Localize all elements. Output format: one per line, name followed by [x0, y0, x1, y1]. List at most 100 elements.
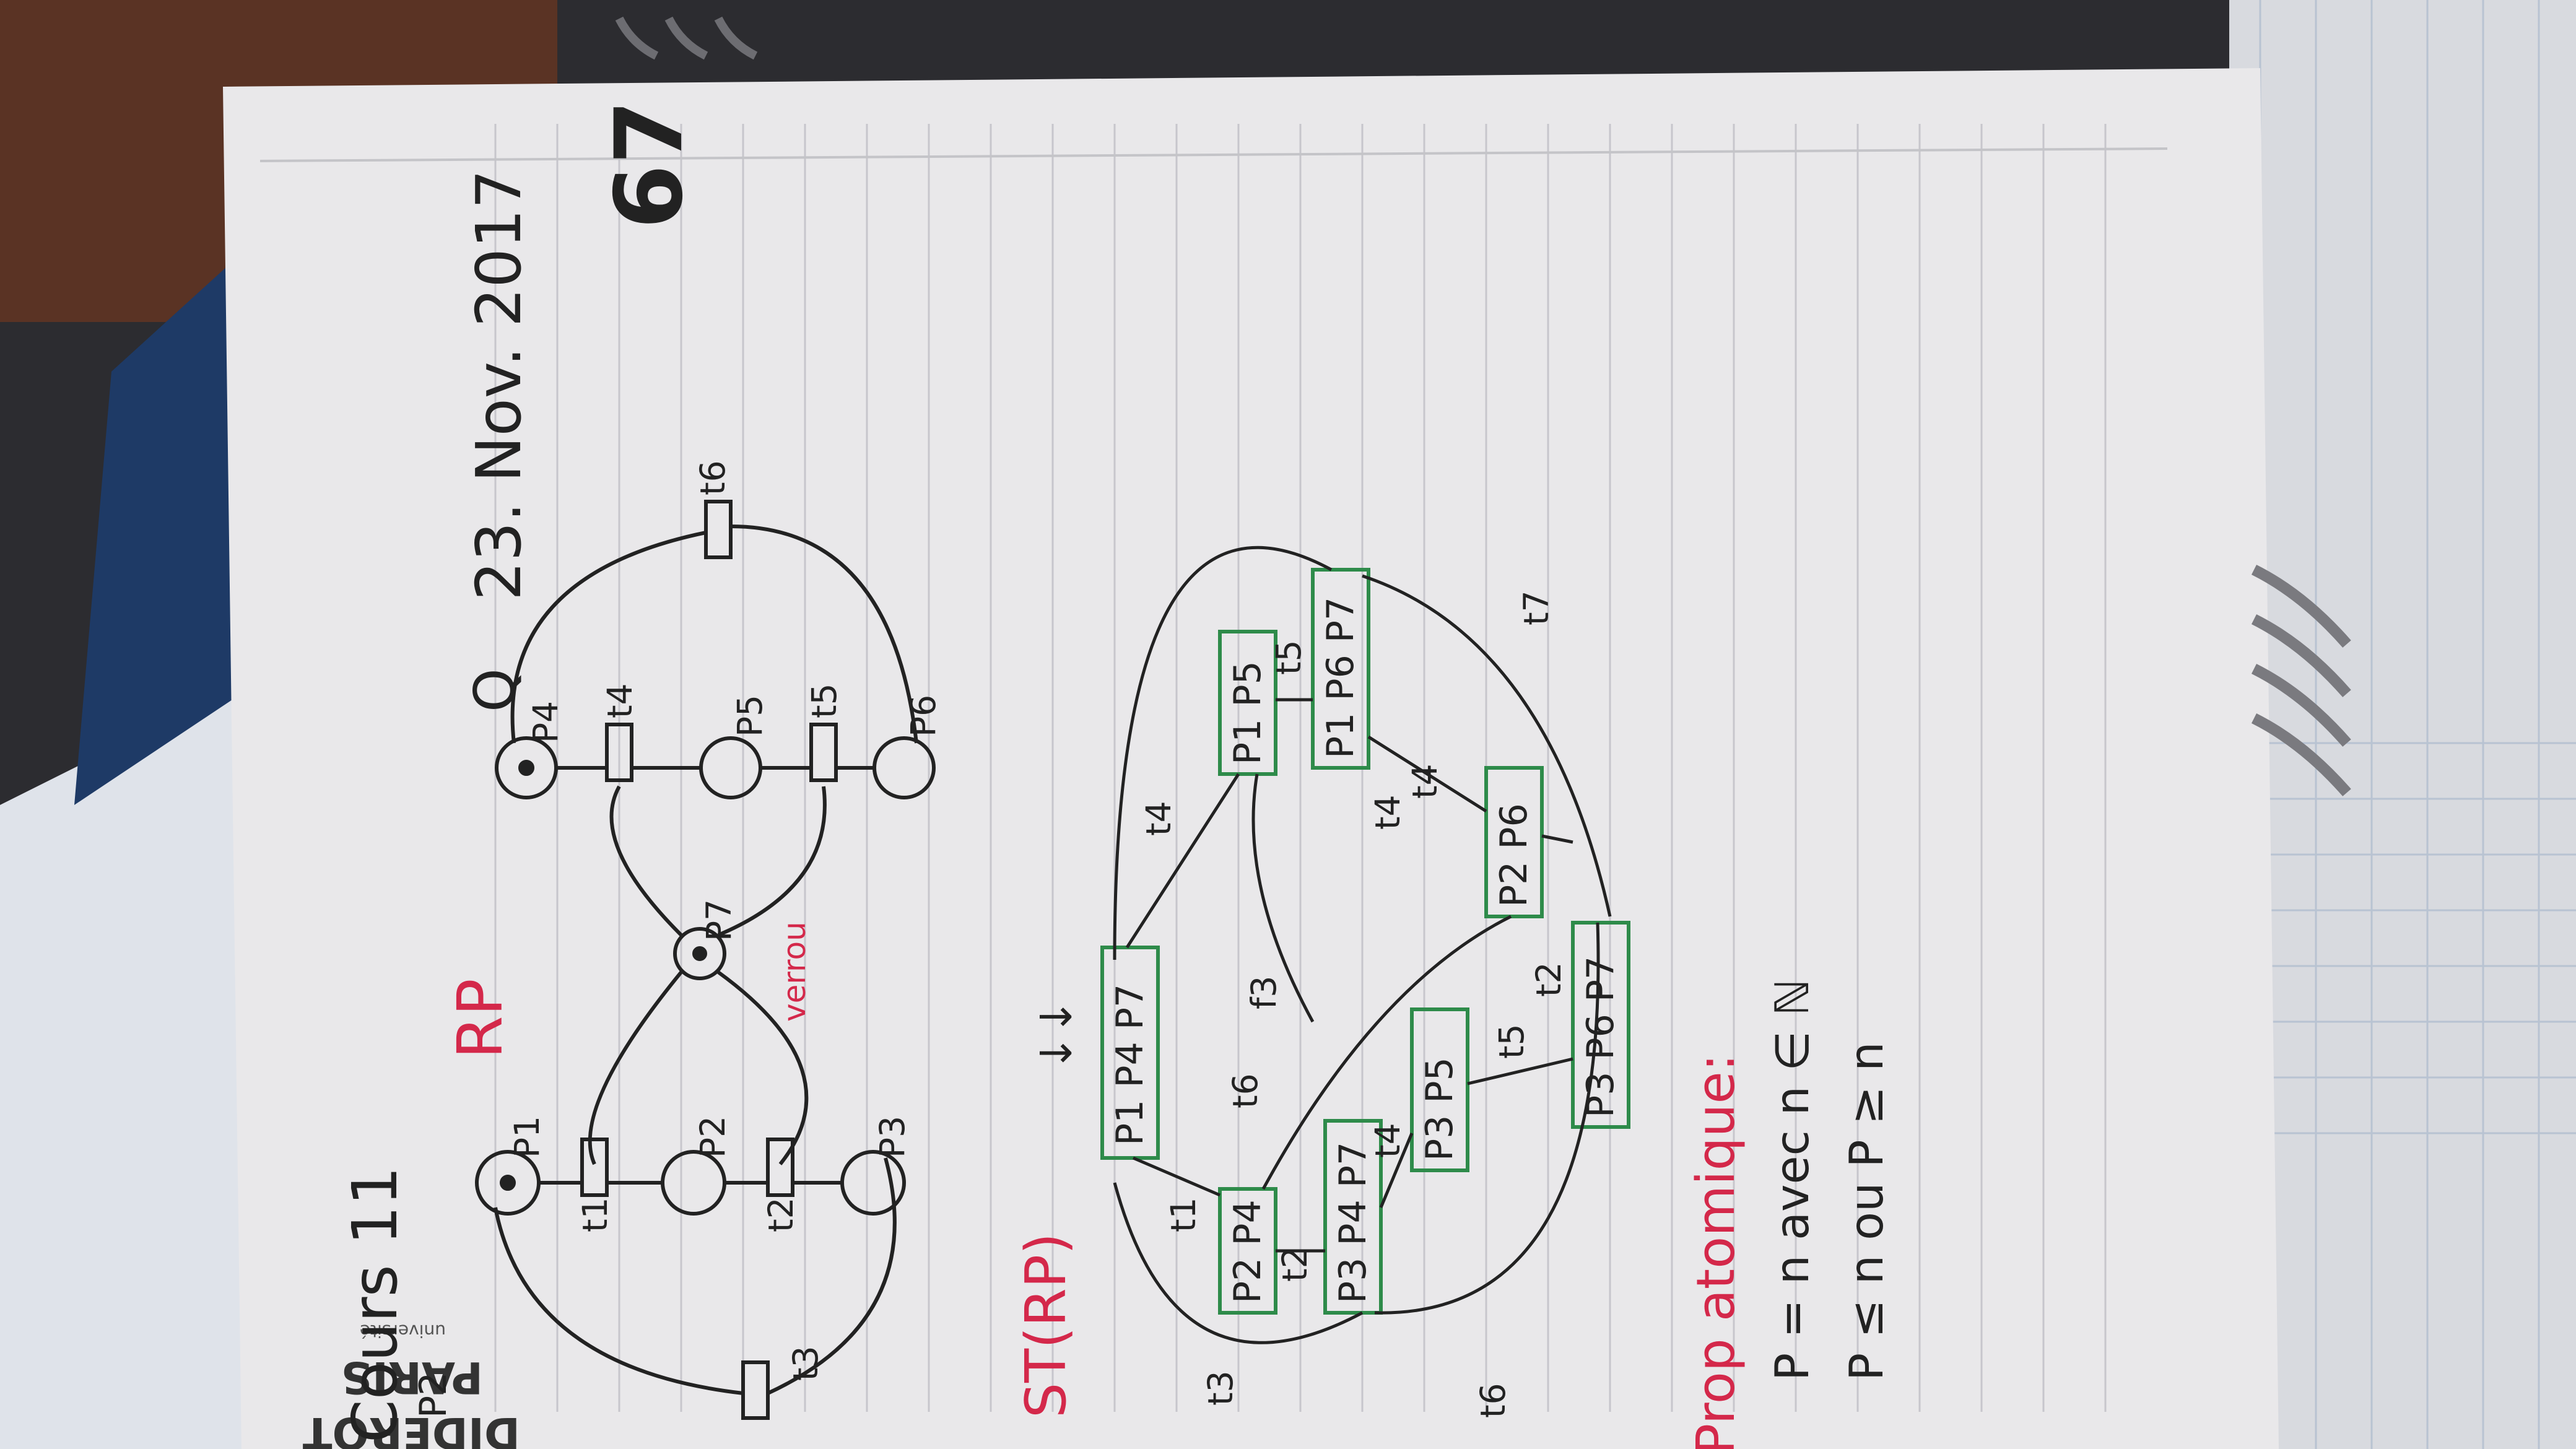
props-line2: P ≤ n ou P ≥ n	[1839, 1042, 1894, 1381]
p2-annotation: P2	[412, 1372, 455, 1418]
grid-paper-sheet	[2229, 0, 2576, 1449]
token-p4	[518, 760, 534, 776]
topic-rp: RP	[444, 978, 516, 1059]
edge-label-5: t4	[1405, 764, 1445, 799]
arc-p3-t3	[767, 1157, 897, 1395]
edge-label-2: t3	[1201, 1370, 1240, 1406]
edge-label-12: f3	[1244, 976, 1284, 1009]
transition-t5	[809, 723, 838, 782]
st-title: ST(RP)	[1014, 1233, 1079, 1418]
note-verrou: verrou	[777, 921, 812, 1022]
state-p3p4p7: P3 P4 P7	[1331, 1142, 1375, 1303]
logo-paris: PARIS	[341, 1352, 483, 1403]
label-p5: P5	[730, 695, 770, 737]
edge-label-7: t5	[1492, 1024, 1531, 1059]
state-p3p5: P3 P5	[1418, 1057, 1461, 1161]
props-title: Prop atomique:	[1686, 1054, 1747, 1449]
petri-net	[475, 500, 936, 1420]
label-p7: P7	[699, 899, 739, 941]
edge-label-10: t7	[1516, 590, 1556, 625]
label-p1: P1	[507, 1116, 547, 1158]
edge-loop	[1113, 546, 1333, 960]
arc-p6-t6	[730, 524, 918, 744]
handwriting-layer: Cours 11 RP Q 23. Nov. 2017 67 P2	[339, 100, 1894, 1449]
blue-binder	[74, 248, 260, 805]
state-box-4	[1410, 1007, 1469, 1172]
edge-t3	[1113, 1182, 1364, 1344]
transition-t1	[580, 1138, 609, 1197]
props-line1: P = n avec n ∈ ℕ	[1765, 979, 1819, 1381]
under-sheet-left	[0, 681, 260, 1449]
state-box-7	[1311, 568, 1370, 770]
state-p1p4p7: P1 P4 P7	[1108, 984, 1152, 1146]
label-p6: P6	[903, 695, 943, 737]
token-p1	[500, 1175, 516, 1191]
transition-t6	[704, 500, 733, 559]
state-p2p6: P2 P6	[1492, 803, 1536, 907]
place-p7	[673, 927, 726, 980]
label-p2: P2	[693, 1116, 733, 1158]
transition-t3	[741, 1360, 770, 1420]
edge-label-4: t4	[1139, 801, 1178, 836]
edge-label-11: t2	[1529, 962, 1569, 997]
page-number: 67	[596, 100, 703, 229]
arc-t5-p7	[717, 786, 827, 937]
label-t3: t3	[786, 1346, 825, 1381]
label-t4: t4	[600, 683, 640, 718]
binder-rings	[2251, 564, 2351, 796]
state-p2p4: P2 P4	[1226, 1199, 1269, 1303]
state-box-1	[1100, 946, 1160, 1160]
state-box-3	[1323, 1119, 1383, 1315]
label-p3: P3	[872, 1116, 912, 1158]
edge-label-8: t6	[1225, 1073, 1265, 1108]
university-logo: PARIS DIDEROT université	[303, 1321, 520, 1449]
state-labels: P1 P4 P7 P2 P4 P3 P4 P7 P3 P5 P1 P5 P2 P…	[1108, 597, 1622, 1303]
logo-diderot: DIDEROT	[303, 1408, 520, 1449]
course-title: Cours 11	[339, 1166, 411, 1443]
state-box-6	[1484, 766, 1544, 918]
edge-t1	[1133, 1156, 1221, 1197]
binder-rings-top	[615, 16, 758, 60]
edge-t4b	[1125, 773, 1240, 949]
edge-t6a	[1261, 915, 1512, 1190]
logo-universite: université	[360, 1321, 446, 1341]
edge-label-6: t5	[1269, 640, 1308, 675]
arc-p7-t1	[588, 971, 683, 1165]
label-t5: t5	[804, 683, 844, 718]
state-box-8	[1571, 921, 1630, 1129]
edge-label-1: t2	[1275, 1247, 1315, 1282]
edge-labels: t1 t2 t3 t4 t4 t4 t5 t5 t6 t6 t7 t2 f3 t…	[1139, 590, 1569, 1418]
token-p7	[692, 946, 707, 961]
edge-t5b	[1467, 1057, 1573, 1086]
edge-t4a	[1379, 1133, 1414, 1208]
edge-t7	[1362, 574, 1612, 917]
state-p3p6p7: P3 P6 P7	[1579, 956, 1622, 1118]
edge-label-9: t6	[1473, 1383, 1513, 1418]
arc-p7-t4	[609, 785, 683, 937]
edge-f3	[1251, 773, 1315, 1023]
edge-t2b	[1541, 834, 1573, 844]
state-box-5	[1218, 630, 1277, 776]
arc-t3-p1	[494, 1207, 744, 1395]
transition-t2	[766, 1138, 794, 1197]
state-p1p6p7: P1 P6 P7	[1319, 597, 1362, 759]
state-p1p5: P1 P5	[1226, 661, 1269, 765]
state-edges	[1113, 546, 1612, 1344]
edge-t4c	[1367, 735, 1487, 813]
label-t1: t1	[575, 1197, 615, 1232]
arc-t2-p7	[717, 970, 809, 1165]
transition-t4	[605, 723, 633, 782]
edge-label-3: t4	[1368, 1123, 1408, 1158]
petri-labels: P1 P2 P3 P4 P5 P6 P7 t1 t2 t3 t4 t5 t6	[507, 460, 943, 1381]
date: 23. Nov. 2017	[463, 170, 535, 601]
label-t2: t2	[761, 1197, 801, 1232]
label-t6: t6	[693, 460, 733, 495]
edge-t6b	[1374, 922, 1600, 1315]
arc-t6-p4	[510, 531, 707, 744]
label-p4: P4	[526, 701, 565, 743]
notebook-page	[223, 68, 2279, 1449]
edge-label-13: t4	[1368, 794, 1408, 830]
edge-label-0: t1	[1164, 1197, 1203, 1232]
start-arrow: ↓↓	[1031, 999, 1082, 1071]
